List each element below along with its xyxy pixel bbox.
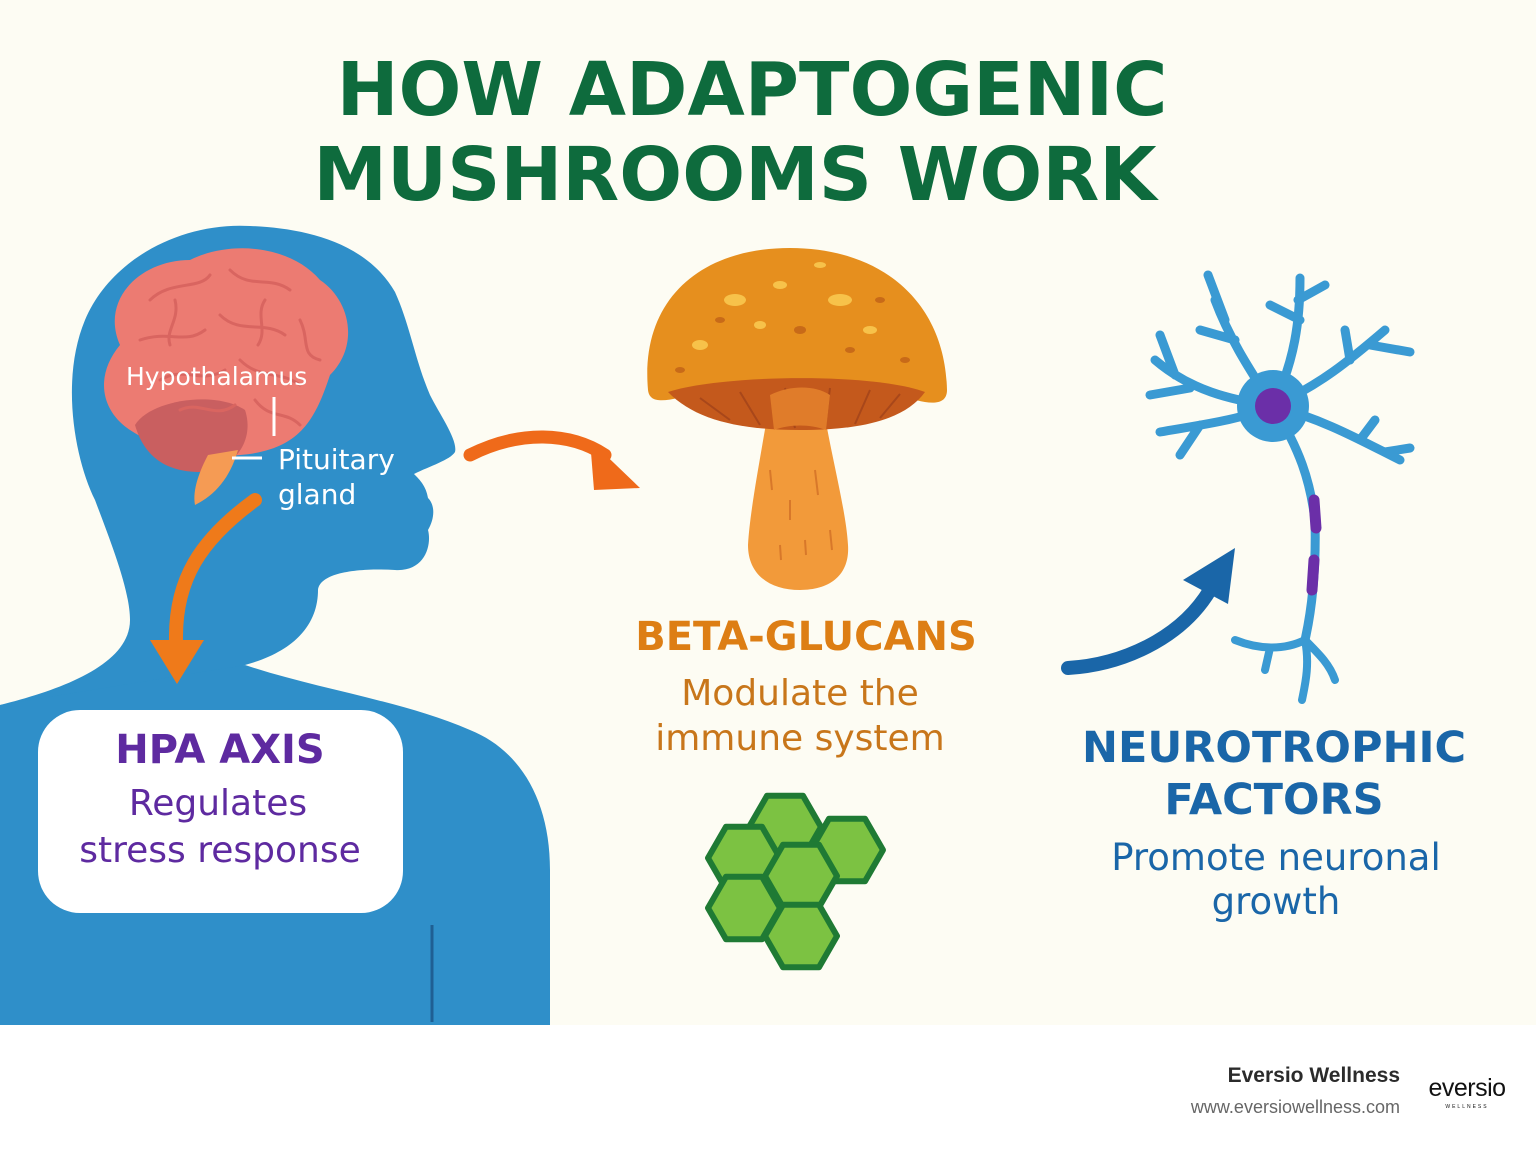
hpa-axis-box bbox=[38, 710, 403, 913]
pituitary-label-line-1: Pituitary bbox=[278, 443, 395, 476]
neuron-icon bbox=[1145, 270, 1415, 704]
hpa-axis-text-line-1: Regulates bbox=[129, 783, 307, 824]
beta-glucans-text-line-1: Modulate the bbox=[681, 673, 919, 714]
footer-bar bbox=[0, 1025, 1536, 1154]
beta-glucan-molecule-icon bbox=[705, 792, 886, 971]
hpa-axis-text-line-2: stress response bbox=[79, 830, 361, 871]
neurotrophic-heading-line-1: NEUROTROPHIC bbox=[1082, 723, 1466, 773]
arrow-to-mushroom-icon bbox=[463, 430, 640, 490]
arrow-to-neuron-icon bbox=[1061, 548, 1235, 675]
neuron-nucleus bbox=[1255, 388, 1291, 424]
pituitary-label-line-2: gland bbox=[278, 478, 356, 511]
pituitary-gland bbox=[194, 450, 238, 505]
beta-glucans-text-line-2: immune system bbox=[655, 718, 945, 759]
neurotrophic-text-line-2: growth bbox=[1212, 880, 1341, 923]
beta-glucans-heading: BETA-GLUCANS bbox=[635, 614, 977, 660]
myelin-sheath-1 bbox=[1308, 494, 1322, 534]
eversio-logo-sub: WELLNESS bbox=[1445, 1104, 1489, 1110]
hexagon-ring-6 bbox=[762, 901, 840, 971]
hypothalamus-label: Hypothalamus bbox=[126, 362, 307, 391]
myelin-sheath-2 bbox=[1306, 554, 1320, 596]
mushroom-icon bbox=[647, 248, 947, 590]
hexagon-ring-5 bbox=[705, 873, 783, 943]
arrow-down-icon bbox=[150, 493, 262, 684]
neurotrophic-text-line-1: Promote neuronal bbox=[1111, 836, 1441, 879]
neurotrophic-heading-line-2: FACTORS bbox=[1164, 775, 1383, 825]
title-line-1: HOW ADAPTOGENIC bbox=[337, 47, 1168, 133]
eversio-logo: eversio bbox=[1428, 1074, 1506, 1102]
footer-brand-url[interactable]: www.eversiowellness.com bbox=[1190, 1097, 1400, 1117]
brain-icon bbox=[103, 248, 349, 505]
hpa-axis-heading: HPA AXIS bbox=[115, 727, 325, 773]
title-line-2: MUSHROOMS WORK bbox=[313, 132, 1159, 218]
footer-brand-name: Eversio Wellness bbox=[1227, 1064, 1400, 1087]
